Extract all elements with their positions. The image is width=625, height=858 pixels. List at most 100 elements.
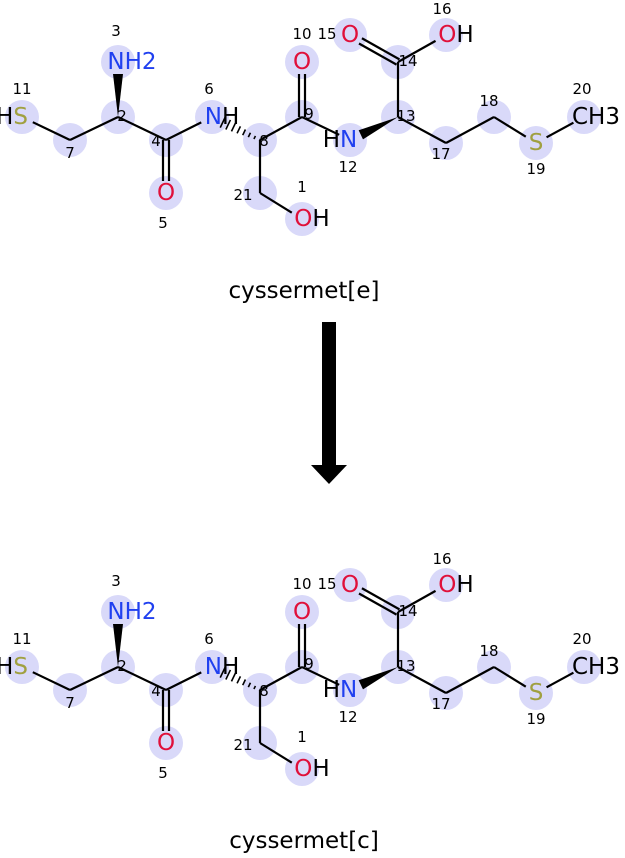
atom-6: NH6 bbox=[204, 630, 239, 680]
atom-label: HS bbox=[0, 654, 28, 680]
atom-2: 2 bbox=[117, 107, 127, 125]
atom-18: 18 bbox=[479, 92, 498, 110]
atom-17: 17 bbox=[431, 695, 450, 713]
atom-number: 20 bbox=[572, 630, 591, 648]
hash-line bbox=[225, 669, 232, 680]
atom-21: 21 bbox=[233, 186, 252, 204]
atom-number: 21 bbox=[233, 736, 252, 754]
atom-label: NH2 bbox=[107, 599, 156, 625]
atom-highlight-12 bbox=[333, 673, 367, 707]
atom-number: 20 bbox=[572, 80, 591, 98]
atom-number: 21 bbox=[233, 186, 252, 204]
atom-number: 19 bbox=[526, 710, 545, 728]
atom-number: 4 bbox=[151, 132, 161, 150]
atom-highlight-15 bbox=[333, 568, 367, 602]
atom-number: 17 bbox=[431, 145, 450, 163]
bond-9-12 bbox=[301, 666, 340, 686]
atom-label: HS bbox=[0, 104, 28, 130]
atom-number: 4 bbox=[151, 682, 161, 700]
bond-11-7 bbox=[32, 671, 71, 691]
hash-line bbox=[219, 666, 227, 678]
atom-number: 7 bbox=[65, 144, 75, 162]
atom-number: 7 bbox=[65, 694, 75, 712]
atom-number: 3 bbox=[111, 572, 121, 590]
atom-number: 9 bbox=[304, 655, 314, 673]
atom-label: HN bbox=[323, 677, 358, 703]
atom-label: CH3 bbox=[572, 104, 620, 130]
bond-17-18 bbox=[445, 116, 495, 144]
atom-13: 13 bbox=[396, 657, 415, 675]
atom-label: O bbox=[293, 49, 311, 75]
reaction-arrow bbox=[311, 322, 347, 484]
bond-13-12-wedge bbox=[358, 667, 398, 690]
atom-4: 4 bbox=[151, 132, 161, 150]
atom-highlight-19 bbox=[519, 126, 553, 160]
atom-highlight-15 bbox=[333, 18, 367, 52]
atom-highlight-11 bbox=[5, 650, 39, 684]
atom-13: 13 bbox=[396, 107, 415, 125]
atom-21: 21 bbox=[233, 736, 252, 754]
atom-number: 14 bbox=[398, 52, 417, 70]
atom-label: NH bbox=[205, 654, 240, 680]
atom-number: 15 bbox=[317, 25, 336, 43]
bond-14-15 bbox=[361, 37, 401, 61]
hash-line bbox=[247, 682, 252, 688]
bond-14-15-second bbox=[358, 42, 398, 66]
atom-highlight-10 bbox=[285, 595, 319, 629]
arrow-shaft bbox=[322, 322, 336, 467]
atom-10: O10 bbox=[292, 25, 311, 75]
atom-number: 15 bbox=[317, 575, 336, 593]
hash-line bbox=[225, 119, 232, 130]
bonds bbox=[32, 587, 574, 764]
atom-4: 4 bbox=[151, 682, 161, 700]
atom-9: 9 bbox=[304, 655, 314, 673]
atom-label: CH3 bbox=[572, 654, 620, 680]
atom-3: NH2 3 bbox=[107, 572, 156, 625]
bond-6-8-hash bbox=[219, 666, 262, 692]
bond-6-8-hash bbox=[219, 116, 262, 142]
atom-number: 1 bbox=[297, 178, 307, 196]
atom-8: 8 bbox=[259, 132, 269, 150]
atom-14: 14 bbox=[398, 602, 417, 620]
bond-17-18 bbox=[445, 666, 495, 694]
bond-7-2 bbox=[69, 666, 119, 691]
atom-highlight-5 bbox=[149, 176, 183, 210]
atom-number: 13 bbox=[396, 107, 415, 125]
atom-label: O bbox=[157, 730, 175, 756]
bond-14-15 bbox=[361, 587, 401, 611]
bond-14-16 bbox=[397, 589, 437, 613]
bond-18-19 bbox=[493, 116, 527, 138]
atom-7: 7 bbox=[65, 144, 75, 162]
atom-10: O10 bbox=[292, 575, 311, 625]
bond-13-17 bbox=[397, 666, 447, 694]
bond-21-1 bbox=[259, 192, 293, 214]
bond-14-16 bbox=[397, 39, 437, 63]
atom-number: 18 bbox=[479, 92, 498, 110]
hash-line bbox=[241, 129, 247, 136]
atom-7: 7 bbox=[65, 694, 75, 712]
bond-19-20 bbox=[546, 671, 574, 689]
atom-19: S19 bbox=[526, 130, 545, 178]
atom-5: O5 bbox=[157, 730, 175, 782]
atom-number: 12 bbox=[338, 158, 357, 176]
atom-number: 2 bbox=[117, 657, 127, 675]
atom-number: 5 bbox=[158, 764, 168, 782]
bond-13-17 bbox=[397, 116, 447, 144]
reactant-name: cyssermet[e] bbox=[228, 278, 379, 304]
bond-9-12 bbox=[301, 116, 340, 136]
atom-highlight-16 bbox=[429, 568, 463, 602]
bond-2-3-wedge bbox=[113, 74, 123, 117]
bond-14-15-second bbox=[358, 592, 398, 616]
atom-number: 17 bbox=[431, 695, 450, 713]
atom-highlight-3 bbox=[101, 595, 135, 629]
atom-number: 5 bbox=[158, 214, 168, 232]
atom-label: OH bbox=[438, 572, 473, 598]
hash-line bbox=[236, 675, 242, 684]
